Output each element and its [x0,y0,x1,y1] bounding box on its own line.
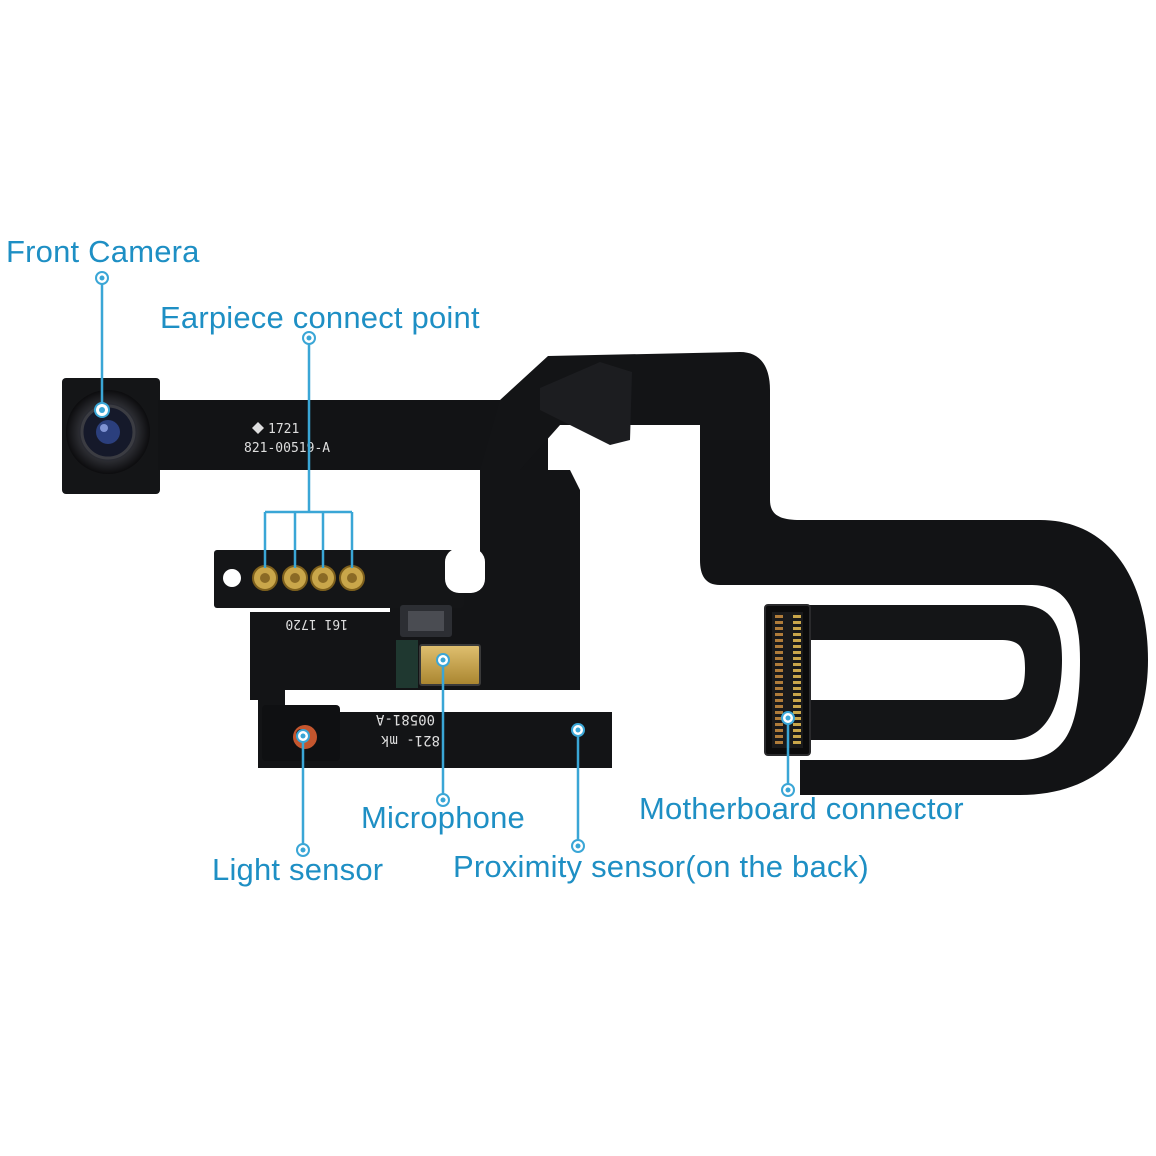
connector-pin [793,645,801,648]
pcb-part-top: 821-00519-A [244,441,330,456]
front-camera-lens [66,390,150,474]
target-dot-icon [302,331,316,345]
connector-pin [775,735,783,738]
target-dot-icon [95,271,109,285]
target-dot-icon [436,653,450,667]
connector-pin [775,645,783,648]
connector-pin [793,723,801,726]
target-dot-icon [781,711,795,725]
connector-pin [793,687,801,690]
leader-dots [94,271,795,857]
connector-pin [775,705,783,708]
connector-pin [793,639,801,642]
light-sensor-label: Light sensor [212,852,384,887]
earpiece-leader [263,338,354,568]
connector-pin [775,693,783,696]
front-camera-label: Front Camera [6,234,200,269]
connector-pin [775,741,783,744]
connector-pin [775,729,783,732]
connector-pin [775,663,783,666]
connector-pin [775,675,783,678]
connector-pin [775,681,783,684]
connector-pin [775,669,783,672]
connector-pin [793,621,801,624]
microphone-label: Microphone [361,800,525,835]
connector-pin [793,627,801,630]
earpiece-contacts [223,565,365,591]
pcb-part-bottom-2: 821- mk [380,732,440,748]
connector-pin [775,615,783,618]
connector-pin [775,657,783,660]
target-dot-icon [94,402,110,418]
connector-pin [793,741,801,744]
connector-pin [793,705,801,708]
connector-pin [793,633,801,636]
connector-pin [775,633,783,636]
connector-pin [793,711,801,714]
target-dot-icon [436,793,450,807]
connector-pin [793,669,801,672]
connector-pin [775,621,783,624]
leader-lines [100,278,790,850]
connector-pin [793,651,801,654]
connector-pin [793,699,801,702]
connector-pin [775,723,783,726]
pcb-mid-codes: 161 1720 [285,616,348,631]
connector-pin [793,681,801,684]
connector-pin [775,711,783,714]
proximity-sensor-label: Proximity sensor(on the back) [453,849,869,884]
connector-pin [775,651,783,654]
connector-pin [775,687,783,690]
diamond-logo-icon [252,422,264,434]
connector-pin [775,717,783,720]
microphone-module [396,605,481,688]
target-dot-icon [571,723,585,737]
target-dot-icon [296,729,310,743]
connector-pin [793,735,801,738]
connector-pin [793,615,801,618]
connector-pin [793,657,801,660]
target-dot-icon [781,783,795,797]
flex-cable [62,352,1148,795]
target-dot-icon [571,839,585,853]
connector-pin [793,675,801,678]
connector-pin [793,663,801,666]
earpiece-label: Earpiece connect point [160,300,480,335]
connector-pin [793,693,801,696]
pcb-date-top: 1721 [268,422,299,437]
connector-pin [775,699,783,702]
pcb-part-bottom-1: 00581-A [375,711,435,727]
connector-pin [793,729,801,732]
connector-pin [775,639,783,642]
target-dot-icon [296,843,310,857]
connector-pin [775,627,783,630]
pcb-markings: 1721 821-00519-A 161 1720 00581-A 821- m… [244,422,440,748]
connector-pin [793,717,801,720]
motherboard-connector-label: Motherboard connector [639,791,964,826]
